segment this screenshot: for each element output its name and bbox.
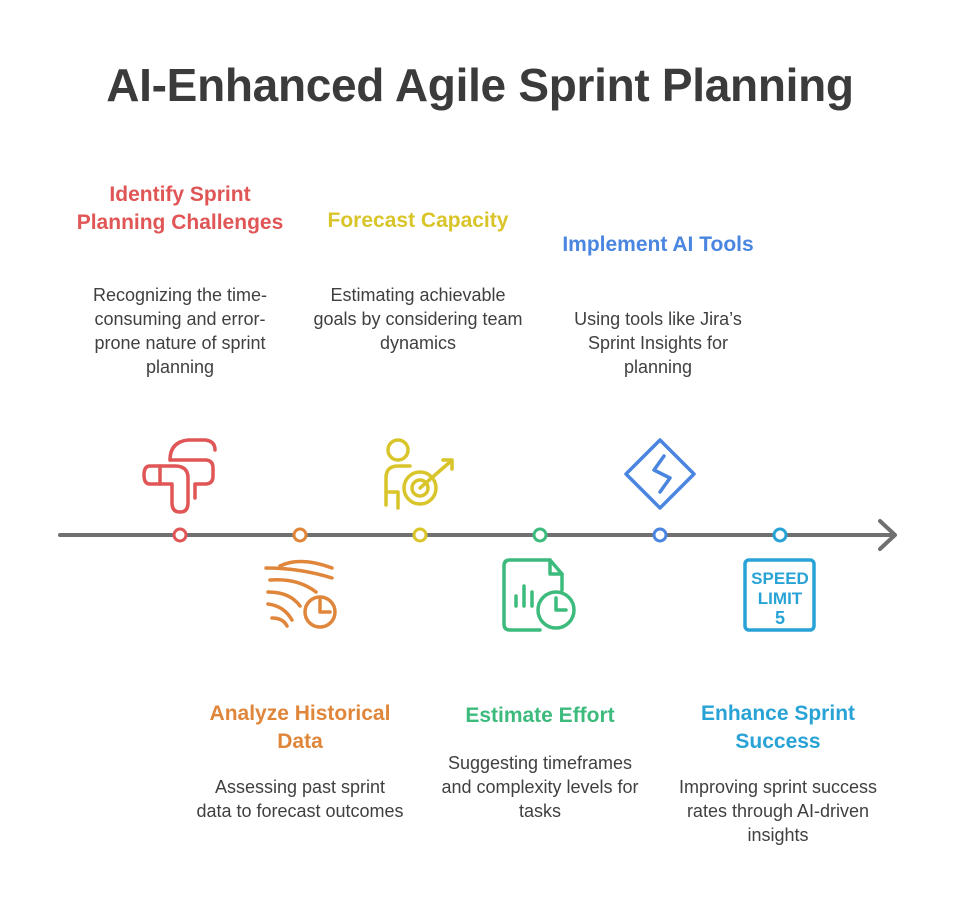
step-title-5: Implement AI Tools (562, 233, 754, 256)
step-desc-3: Estimating achievable goals by consideri… (313, 285, 523, 353)
timeline-node-5 (652, 527, 668, 543)
step-desc-4: Suggesting timeframes and complexity lev… (441, 753, 639, 821)
page-title: AI-Enhanced Agile Sprint Planning (106, 59, 854, 111)
timeline-arrowhead (878, 519, 897, 551)
step-title-2: Analyze Historical Data (209, 702, 391, 753)
sign-text-line-3: 5 (775, 608, 785, 628)
step-title-3: Forecast Capacity (327, 209, 509, 232)
timeline-axis (58, 519, 897, 551)
wind-clock-icon (264, 559, 337, 629)
timeline-node-2 (292, 527, 308, 543)
step-title-4: Estimate Effort (465, 704, 615, 727)
bent-pipe-icon (142, 438, 217, 514)
step-desc-5: Using tools like Jira’s Sprint Insights … (574, 309, 742, 377)
document-chart-clock-icon (502, 558, 576, 632)
speed-limit-sign-icon: SPEED LIMIT 5 (743, 558, 816, 632)
step-desc-1: Recognizing the time-consuming and error… (92, 285, 268, 377)
step-title-6: Enhance Sprint Success (700, 702, 856, 753)
timeline-node-4 (532, 527, 548, 543)
step-title-1: Identify Sprint Planning Challenges (76, 183, 284, 234)
timeline-node-3 (412, 527, 428, 543)
jira-logo-icon (624, 438, 696, 510)
timeline-node-1 (172, 527, 188, 543)
sign-text-line-1: SPEED (751, 569, 809, 588)
step-desc-2: Assessing past sprint data to forecast o… (196, 777, 404, 821)
timeline-node-6 (772, 527, 788, 543)
person-target-icon (384, 438, 454, 510)
step-desc-6: Improving sprint success rates through A… (678, 777, 878, 845)
sign-text-line-2: LIMIT (758, 589, 803, 608)
